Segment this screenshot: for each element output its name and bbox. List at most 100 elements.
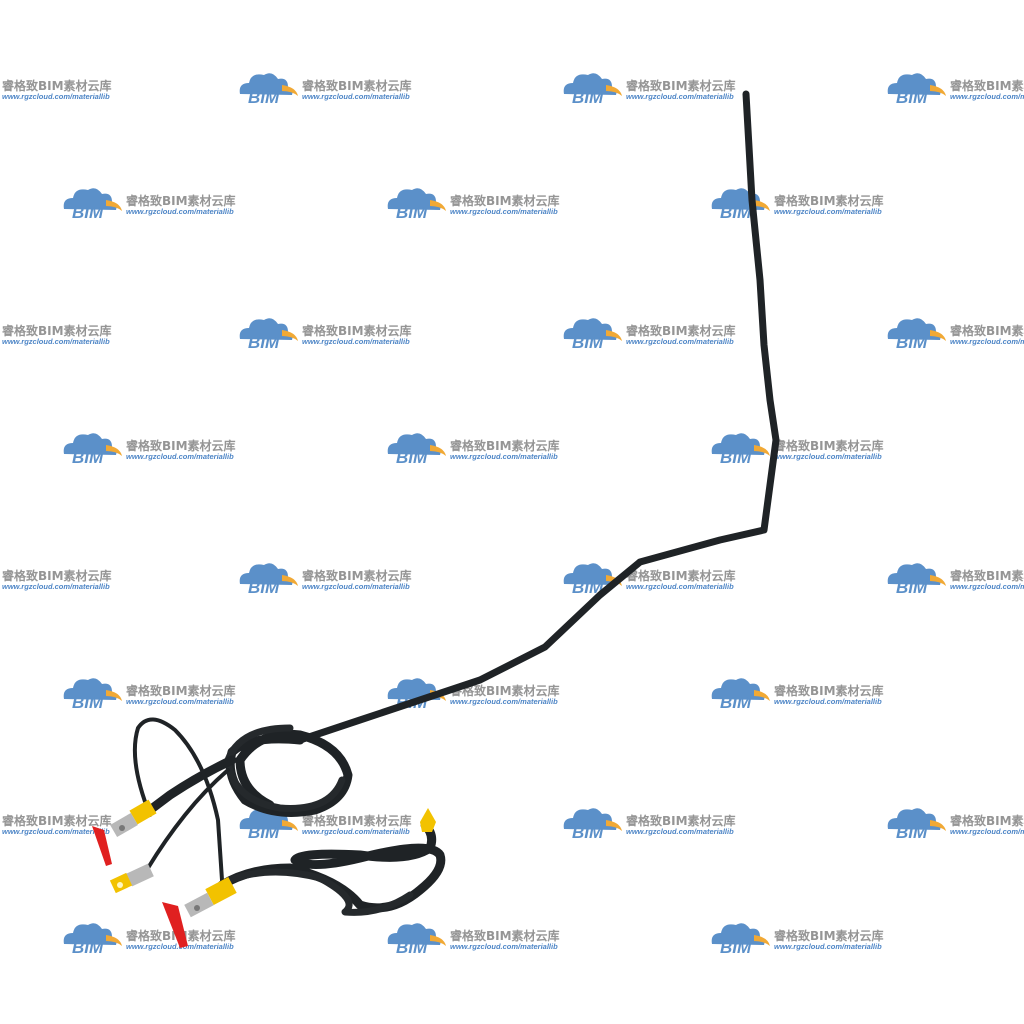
cloud-icon (239, 563, 293, 585)
swoosh-icon (754, 200, 770, 211)
watermark-url: www.rgzcloud.com/materiallib (626, 337, 734, 346)
watermark-url: www.rgzcloud.com/materiallib (774, 697, 882, 706)
watermark-title: 睿格致BIM素材云库 (950, 323, 1024, 338)
watermark-brand: BIM (72, 693, 104, 712)
watermark-brand: BIM (896, 333, 928, 352)
cloud-icon (711, 678, 765, 700)
watermark-brand: BIM (720, 203, 752, 222)
watermark-tile: BIM睿格致BIM素材云库www.rgzcloud.com/materialli… (63, 678, 236, 712)
watermark-tile: BIM睿格致BIM素材云库www.rgzcloud.com/materialli… (387, 188, 560, 222)
watermark-tile: BIM 睿格致BIM素材云库www.rgzcloud.com/materialli… (711, 188, 884, 222)
watermark-url: www.rgzcloud.com/materiallib (2, 827, 110, 836)
watermark-brand: BIM (720, 448, 752, 467)
swoosh-icon (754, 445, 770, 456)
watermark-tile: BIM 睿格致BIM素材云库www.rgzcloud.com/materialli… (239, 563, 412, 597)
watermark-title: 睿格致BIM素材云库 (450, 438, 560, 453)
watermark-brand: BIM (896, 578, 928, 597)
cable-coil-lower-2 (226, 868, 414, 916)
watermark-tile: BIM睿格致BIM素材云库www.rgzcloud.com/materialli… (563, 808, 736, 842)
swoosh-icon (754, 935, 770, 946)
watermark-tile: BIM睿格致BIM素材云库www.rgzcloud.com/materialli… (887, 73, 1024, 107)
watermark-tile: BIM睿格致BIM素材云库www.rgzcloud.com/materialli… (563, 318, 736, 352)
cloud-icon (239, 808, 293, 830)
swoosh-icon (430, 445, 446, 456)
cloud-icon (63, 433, 117, 455)
watermark-brand: BIM (248, 578, 280, 597)
cloud-icon (711, 923, 765, 945)
watermark-title: 睿格致BIM素材云库 (626, 323, 736, 338)
watermark-title: 睿格致BIM素材云库 (126, 683, 236, 698)
swoosh-icon (106, 200, 122, 211)
swoosh-icon (106, 935, 122, 946)
watermark-url: www.rgzcloud.com/materiallib (950, 337, 1024, 346)
watermark-url: www.rgzcloud.com/materiallib (450, 942, 558, 951)
watermark-url: www.rgzcloud.com/materiallib (774, 452, 882, 461)
watermark-title: 睿格致BIM素材云库 (302, 813, 412, 828)
cloud-icon (387, 433, 441, 455)
swoosh-icon (282, 820, 298, 831)
watermark-url: www.rgzcloud.com/materiallib (126, 452, 234, 461)
watermark-tile: BIM 睿格致BIM素材云库www.rgzcloud.com/materialli… (711, 678, 884, 712)
watermark-tile: BIM睿格致BIM素材云库www.rgzcloud.com/materialli… (887, 808, 1024, 842)
watermark-url: www.rgzcloud.com/materiallib (626, 827, 734, 836)
watermark-title: 睿格致BIM素材云库 (302, 78, 412, 93)
watermark-brand: BIM (572, 823, 604, 842)
watermark-brand: BIM (248, 88, 280, 107)
cloud-icon (63, 188, 117, 210)
swoosh-icon (430, 935, 446, 946)
watermark-url: www.rgzcloud.com/materiallib (774, 207, 882, 216)
watermark-brand: BIM (896, 88, 928, 107)
terminal-red-upper (92, 799, 157, 866)
watermark-title: 睿格致BIM素材云库 (450, 193, 560, 208)
watermark-title: 睿格致BIM素材云库 (302, 323, 412, 338)
terminal-red-lower (162, 876, 237, 948)
watermark-tile: BIM睿格致BIM素材云库www.rgzcloud.com/materialli… (63, 923, 236, 957)
watermark-tile: BIM睿格致BIM素材云库www.rgzcloud.com/materialli… (239, 73, 412, 107)
thin-wire-2 (146, 768, 230, 870)
watermark-title: 睿格致BIM素材云库 (450, 928, 560, 943)
watermark-tile: BIM睿格致BIM素材云库www.rgzcloud.com/materialli… (563, 563, 736, 597)
watermark-url: www.rgzcloud.com/materiallib (626, 582, 734, 591)
watermark-url: www.rgzcloud.com/materiallib (2, 92, 110, 101)
terminal-yellow-tip (420, 808, 436, 832)
watermark-title: 睿格致BIM素材云库 (774, 683, 884, 698)
watermark-title: 睿格致BIM素材云库 (2, 568, 112, 583)
swoosh-icon (430, 200, 446, 211)
swoosh-icon (754, 690, 770, 701)
swoosh-icon (930, 85, 946, 96)
watermark-brand: BIM (572, 578, 604, 597)
cloud-icon (887, 808, 941, 830)
watermark-tile: BIM 睿格致BIM素材云库www.rgzcloud.com/materialli… (887, 318, 1024, 352)
swoosh-icon (606, 820, 622, 831)
watermark-title: 睿格致BIM素材云库 (774, 438, 884, 453)
watermark-url: www.rgzcloud.com/materiallib (450, 207, 558, 216)
watermark-url: www.rgzcloud.com/materiallib (302, 337, 410, 346)
watermark-brand: BIM (720, 693, 752, 712)
watermark-tile: BIM睿格致BIM素材云库www.rgzcloud.com/materialli… (239, 318, 412, 352)
swoosh-icon (930, 330, 946, 341)
watermark-title: 睿格致BIM素材云库 (950, 78, 1024, 93)
watermark-url: www.rgzcloud.com/materiallib (626, 92, 734, 101)
main-cable (296, 90, 780, 744)
watermark-title: 睿格致BIM素材云库 (774, 193, 884, 208)
watermark-tile: BIM睿格致BIM素材云库www.rgzcloud.com/materialli… (711, 923, 884, 957)
watermark-brand: BIM (72, 203, 104, 222)
watermark-url: www.rgzcloud.com/materiallib (950, 827, 1024, 836)
watermark-title: 睿格致BIM素材云库 (2, 78, 112, 93)
watermark-tile: BIM睿格致BIM素材云库www.rgzcloud.com/materialli… (63, 433, 236, 467)
watermark-url: www.rgzcloud.com/materiallib (126, 207, 234, 216)
watermark-url: www.rgzcloud.com/materiallib (302, 582, 410, 591)
watermark-title: 睿格致BIM素材云库 (2, 323, 112, 338)
cloud-icon (239, 73, 293, 95)
watermark-tile: BIM 睿格致BIM素材云库www.rgzcloud.com/materialli… (63, 188, 236, 222)
watermark-title: 睿格致BIM素材云库 (126, 438, 236, 453)
watermark-brand: BIM (396, 938, 428, 957)
watermark-tile: BIM睿格致BIM素材云库www.rgzcloud.com/materialli… (2, 568, 112, 591)
watermark-title: 睿格致BIM素材云库 (126, 193, 236, 208)
watermark-tile: BIM睿格致BIM素材云库www.rgzcloud.com/materialli… (887, 563, 1024, 597)
watermark-tile: BIM睿格致BIM素材云库www.rgzcloud.com/materialli… (563, 73, 736, 107)
cloud-icon (63, 923, 117, 945)
watermark-title: 睿格致BIM素材云库 (302, 568, 412, 583)
watermark-title: 睿格致BIM素材云库 (450, 683, 560, 698)
